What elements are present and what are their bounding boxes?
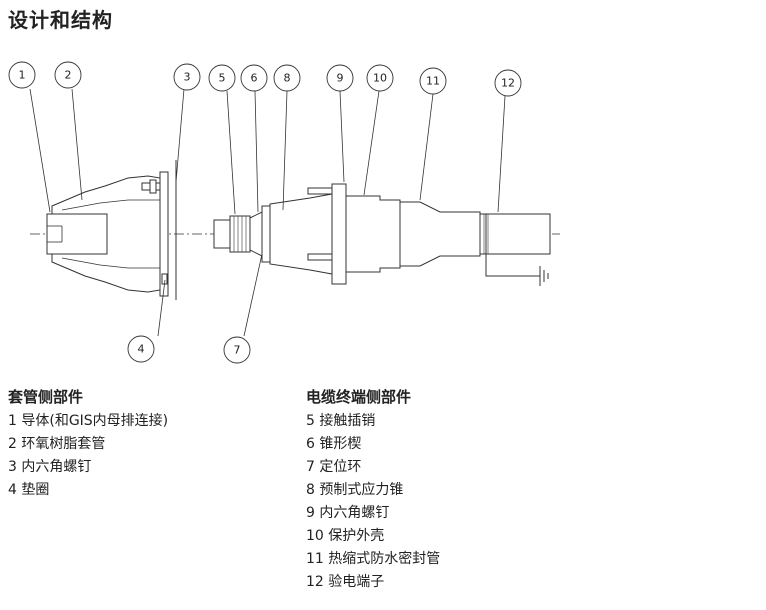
legend-item-test-terminal: 12 验电端子 xyxy=(306,574,385,590)
legend-item-washer: 4 垫圈 xyxy=(8,482,50,498)
bushing-parts-legend: 套管侧部件 1 导体(和GIS内母排连接) 2 环氧树脂套管 3 内六角螺钉 4… xyxy=(8,386,168,502)
bushing-inner-contour xyxy=(61,199,160,269)
callout-9 xyxy=(326,64,354,92)
cable-flange xyxy=(331,183,347,285)
structure-diagram: 1 2 3 4 5 6 7 8 9 10 11 12 xyxy=(8,61,560,364)
page-title: 设计和结构 xyxy=(8,8,113,32)
callout-label-7: 7 xyxy=(234,344,241,357)
cable-parts-title: 电缆终端侧部件 xyxy=(306,388,412,406)
callout-8 xyxy=(273,64,301,92)
cone-wedge xyxy=(249,211,263,257)
callout-12 xyxy=(494,69,522,97)
callout-label-9: 9 xyxy=(337,72,344,85)
legend-item-epoxy-bushing: 2 环氧树脂套管 xyxy=(8,436,106,452)
callout-1 xyxy=(8,61,36,89)
legend-item-cone-wedge: 6 锥形楔 xyxy=(306,436,362,452)
callout-label-5: 5 xyxy=(219,72,226,85)
cable-hex-screw-top xyxy=(307,187,333,195)
callout-10 xyxy=(366,64,394,92)
contact-pin xyxy=(213,219,231,249)
callout-label-10: 10 xyxy=(373,72,387,85)
callout-label-1: 1 xyxy=(19,69,26,82)
callout-6 xyxy=(240,64,268,92)
legend-item-heat-shrink-tube: 11 热缩式防水密封管 xyxy=(306,551,441,567)
protective-housing xyxy=(345,195,401,273)
callout-label-3: 3 xyxy=(184,71,191,84)
callout-7 xyxy=(223,336,251,364)
positioning-ring xyxy=(261,205,271,263)
legend-item-protective-housing: 10 保护外壳 xyxy=(306,528,385,544)
bushing-flange xyxy=(159,171,169,297)
legend-item-stress-cone: 8 预制式应力锥 xyxy=(306,482,404,498)
callout-label-2: 2 xyxy=(65,69,72,82)
callout-label-6: 6 xyxy=(251,72,258,85)
callout-2 xyxy=(54,61,82,89)
callout-4 xyxy=(127,335,155,363)
bushing-parts-title: 套管侧部件 xyxy=(8,388,84,406)
legend-item-contact-pin: 5 接触插销 xyxy=(306,413,376,429)
callout-label-11: 11 xyxy=(426,75,440,88)
callout-label-12: 12 xyxy=(501,77,515,90)
legend-item-conductor: 1 导体(和GIS内母排连接) xyxy=(8,413,169,429)
legend-item-hex-screw: 3 内六角螺钉 xyxy=(8,459,92,475)
callout-label-8: 8 xyxy=(284,72,291,85)
callout-3 xyxy=(173,63,201,91)
heat-shrink-tube xyxy=(399,201,481,267)
cable-hex-screw-bottom xyxy=(307,253,333,261)
legend-item-positioning-ring: 7 定位环 xyxy=(306,459,362,475)
legend-item-hex-screw: 9 内六角螺钉 xyxy=(306,505,390,521)
callout-label-4: 4 xyxy=(138,343,145,356)
stress-cone xyxy=(269,193,333,275)
cable-parts-legend: 电缆终端侧部件 5 接触插销 6 锥形楔 7 定位环 8 预制式应力锥 9 内六… xyxy=(306,386,440,594)
callout-11 xyxy=(419,67,447,95)
callout-5 xyxy=(208,64,236,92)
conductor xyxy=(46,213,108,255)
cable-body xyxy=(479,213,551,255)
test-terminal-lead xyxy=(485,214,540,277)
